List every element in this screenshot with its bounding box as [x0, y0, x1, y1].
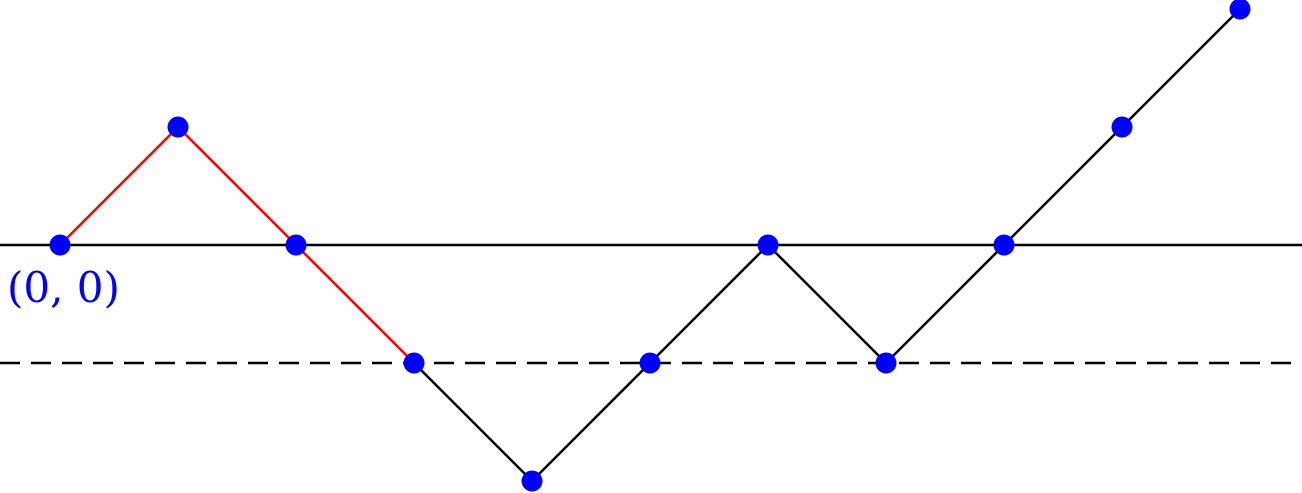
path-segment [649, 244, 769, 364]
highlighted-path-segment [177, 126, 297, 246]
path-vertex [639, 352, 661, 374]
path-vertex [49, 234, 71, 256]
path-segments [59, 8, 1241, 482]
origin-label: (0, 0) [7, 263, 120, 312]
path-segment [1003, 126, 1123, 246]
path-vertex [167, 116, 189, 138]
path-vertex [1229, 0, 1251, 20]
path-segment [1121, 8, 1241, 128]
path-segment [767, 244, 887, 364]
path-vertices [49, 0, 1251, 492]
path-vertex [403, 352, 425, 374]
path-segment [885, 244, 1005, 364]
path-vertex [875, 352, 897, 374]
path-vertex [757, 234, 779, 256]
path-vertex [521, 470, 543, 492]
path-vertex [285, 234, 307, 256]
highlighted-path-segment [59, 126, 179, 246]
path-vertex [1111, 116, 1133, 138]
highlighted-path-segment [295, 244, 415, 364]
path-segment [531, 362, 651, 482]
path-segment [413, 362, 533, 482]
path-vertex [993, 234, 1015, 256]
